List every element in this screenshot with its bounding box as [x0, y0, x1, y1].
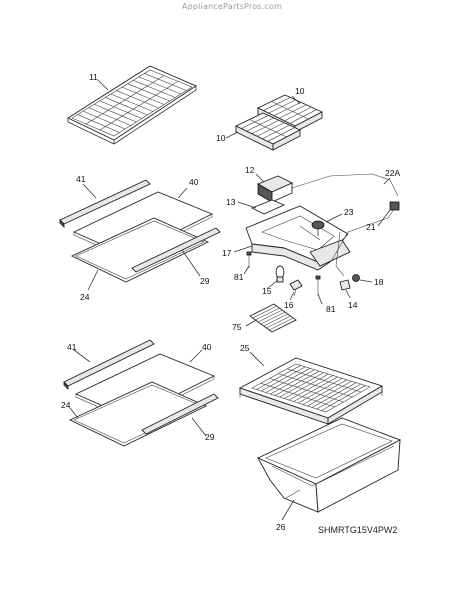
trim-front-lower — [63, 339, 155, 390]
callout-15: 15 — [262, 286, 272, 296]
leader-21 — [377, 209, 391, 227]
bracket-13 — [250, 199, 286, 215]
leader-26 — [281, 499, 295, 521]
leader-24u — [87, 269, 99, 291]
callout-81a: 81 — [234, 272, 244, 282]
knob-16 — [289, 279, 303, 297]
callout-10a: 10 — [295, 86, 305, 96]
crisper-cover — [238, 357, 384, 425]
leader-41l — [73, 349, 91, 363]
callout-21: 21 — [366, 222, 376, 232]
leader-17 — [233, 245, 253, 253]
callout-26: 26 — [276, 522, 286, 532]
callout-81b: 81 — [326, 304, 336, 314]
leader-15 — [267, 279, 279, 289]
ice-tray-lower — [234, 112, 302, 151]
leader-75 — [245, 319, 257, 327]
control-knob-23 — [311, 220, 325, 236]
crisper-pan — [256, 417, 402, 513]
callout-40u: 40 — [189, 177, 199, 187]
callout-16: 16 — [284, 300, 294, 310]
callout-14: 14 — [348, 300, 358, 310]
callout-13: 13 — [226, 197, 236, 207]
leader-40u — [177, 187, 188, 199]
leader-40l — [189, 349, 203, 363]
leader-11 — [97, 79, 109, 91]
clip-14 — [339, 279, 351, 291]
callout-11: 11 — [89, 72, 98, 82]
wire-shelf — [67, 65, 197, 145]
callout-25: 25 — [240, 343, 250, 353]
trim-front-upper — [59, 179, 151, 228]
leader-10a — [291, 95, 301, 105]
watermark: AppliancePartsPros.com — [181, 2, 283, 11]
ice-bucket — [256, 175, 294, 203]
screw-81-left — [246, 251, 252, 268]
leader-22a — [383, 177, 391, 185]
leader-13 — [237, 201, 257, 209]
callout-23: 23 — [344, 207, 354, 217]
callout-75: 75 — [232, 322, 242, 332]
leader-81a — [243, 265, 250, 275]
ice-maker-housing — [245, 205, 351, 271]
callout-41u: 41 — [76, 174, 86, 184]
leader-10b — [225, 131, 239, 139]
trim-rear-lower — [141, 393, 219, 435]
callout-17: 17 — [222, 248, 232, 258]
callout-18: 18 — [374, 277, 384, 287]
callout-29u: 29 — [200, 276, 210, 286]
trim-rear-upper — [131, 227, 221, 273]
callout-12: 12 — [245, 165, 255, 175]
callout-40l: 40 — [202, 342, 212, 352]
callout-10b: 10 — [216, 133, 226, 143]
callout-29l: 29 — [205, 432, 215, 442]
leader-16 — [289, 291, 295, 301]
leader-25 — [249, 351, 265, 367]
leader-18 — [359, 279, 373, 283]
leader-29u — [181, 249, 201, 277]
sensor-18 — [352, 274, 360, 282]
lamp-15 — [275, 265, 285, 283]
leader-29l — [191, 417, 207, 437]
leader-24l — [69, 407, 79, 419]
louver-75 — [249, 303, 297, 333]
screw-81-right — [315, 275, 321, 296]
model-number: SHMRTG15V4PW2 — [318, 525, 398, 535]
leader-14 — [345, 289, 351, 299]
leader-12 — [255, 173, 265, 183]
shelf-frame-upper — [70, 217, 210, 283]
leader-23 — [325, 213, 343, 223]
leader-81b — [317, 293, 323, 305]
callout-22a: 22A — [385, 168, 400, 178]
leader-41u — [82, 183, 97, 199]
callout-24l: 24 — [61, 400, 71, 410]
callout-41l: 41 — [67, 342, 77, 352]
wiring-harness — [291, 173, 400, 277]
callout-24u: 24 — [80, 292, 90, 302]
